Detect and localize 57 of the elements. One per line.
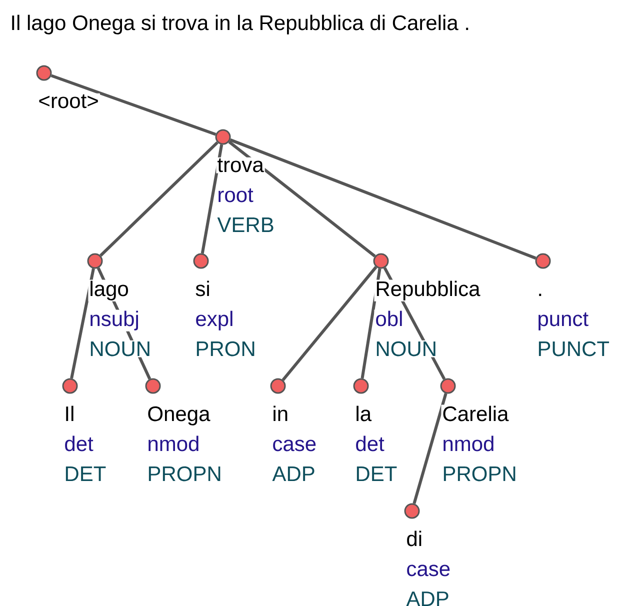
node-dot bbox=[62, 378, 78, 394]
node-dot bbox=[404, 503, 420, 519]
pos-tag: PROPN bbox=[441, 465, 518, 482]
relation-label: obl bbox=[374, 310, 404, 328]
tree-edge bbox=[282, 266, 378, 381]
relation-label: nmod bbox=[146, 434, 201, 452]
word-label: la bbox=[354, 404, 373, 422]
pos-tag: ADP bbox=[271, 466, 316, 482]
node-dot bbox=[193, 253, 209, 269]
relation-label: nsubj bbox=[88, 310, 140, 332]
tree-edge bbox=[70, 268, 95, 379]
node-dot bbox=[270, 378, 286, 394]
node-dot bbox=[145, 378, 161, 394]
pos-tag: NOUN bbox=[374, 340, 438, 358]
word-label: in bbox=[271, 404, 290, 422]
pos-tag: PROPN bbox=[146, 465, 223, 482]
node-dot bbox=[87, 253, 103, 269]
tree-edge bbox=[228, 140, 376, 258]
word-label: Repubblica bbox=[374, 280, 482, 302]
relation-label: punct bbox=[536, 311, 590, 332]
node-dot bbox=[440, 378, 456, 394]
node-dot bbox=[215, 129, 231, 145]
pos-tag: NOUN bbox=[88, 340, 152, 358]
pos-tag: ADP bbox=[405, 590, 450, 606]
pos-tag: VERB bbox=[216, 216, 276, 233]
word-label: . bbox=[536, 292, 544, 297]
node-label: NOUN bbox=[90, 341, 150, 356]
tree-edge bbox=[50, 74, 216, 136]
node-dot bbox=[535, 253, 551, 269]
tree-edge bbox=[200, 144, 224, 254]
relation-label: det bbox=[63, 434, 94, 452]
pos-tag: PUNCT bbox=[536, 340, 611, 358]
word-label: Carelia bbox=[441, 404, 510, 422]
word-label: trova bbox=[216, 157, 265, 174]
node-dot bbox=[36, 65, 52, 81]
pos-tag: DET bbox=[354, 466, 398, 482]
word-label: lago bbox=[88, 280, 130, 302]
node-dot bbox=[373, 253, 389, 269]
word-label: Onega bbox=[146, 405, 212, 426]
word-label: di bbox=[405, 530, 424, 548]
tree-edge bbox=[412, 393, 448, 504]
word-label: Il bbox=[63, 404, 76, 422]
word-label: si bbox=[194, 280, 212, 298]
tree-edge bbox=[230, 138, 536, 260]
word-label: <root> bbox=[37, 93, 100, 110]
relation-label: case bbox=[405, 564, 452, 578]
tree-edge bbox=[100, 141, 218, 257]
relation-label: root bbox=[216, 187, 254, 204]
pos-tag: DET bbox=[63, 466, 108, 482]
pos-tag: PRON bbox=[194, 340, 257, 358]
relation-label: det bbox=[354, 434, 386, 452]
title: Il lago Onega si trova in la Repubblica di Carelia . bbox=[12, 14, 468, 34]
relation-label: case bbox=[271, 438, 318, 452]
relation-label: nmod bbox=[441, 434, 496, 452]
relation-label: expl bbox=[194, 310, 235, 332]
node-label: NOUN bbox=[376, 341, 436, 356]
node-dot bbox=[353, 378, 369, 394]
